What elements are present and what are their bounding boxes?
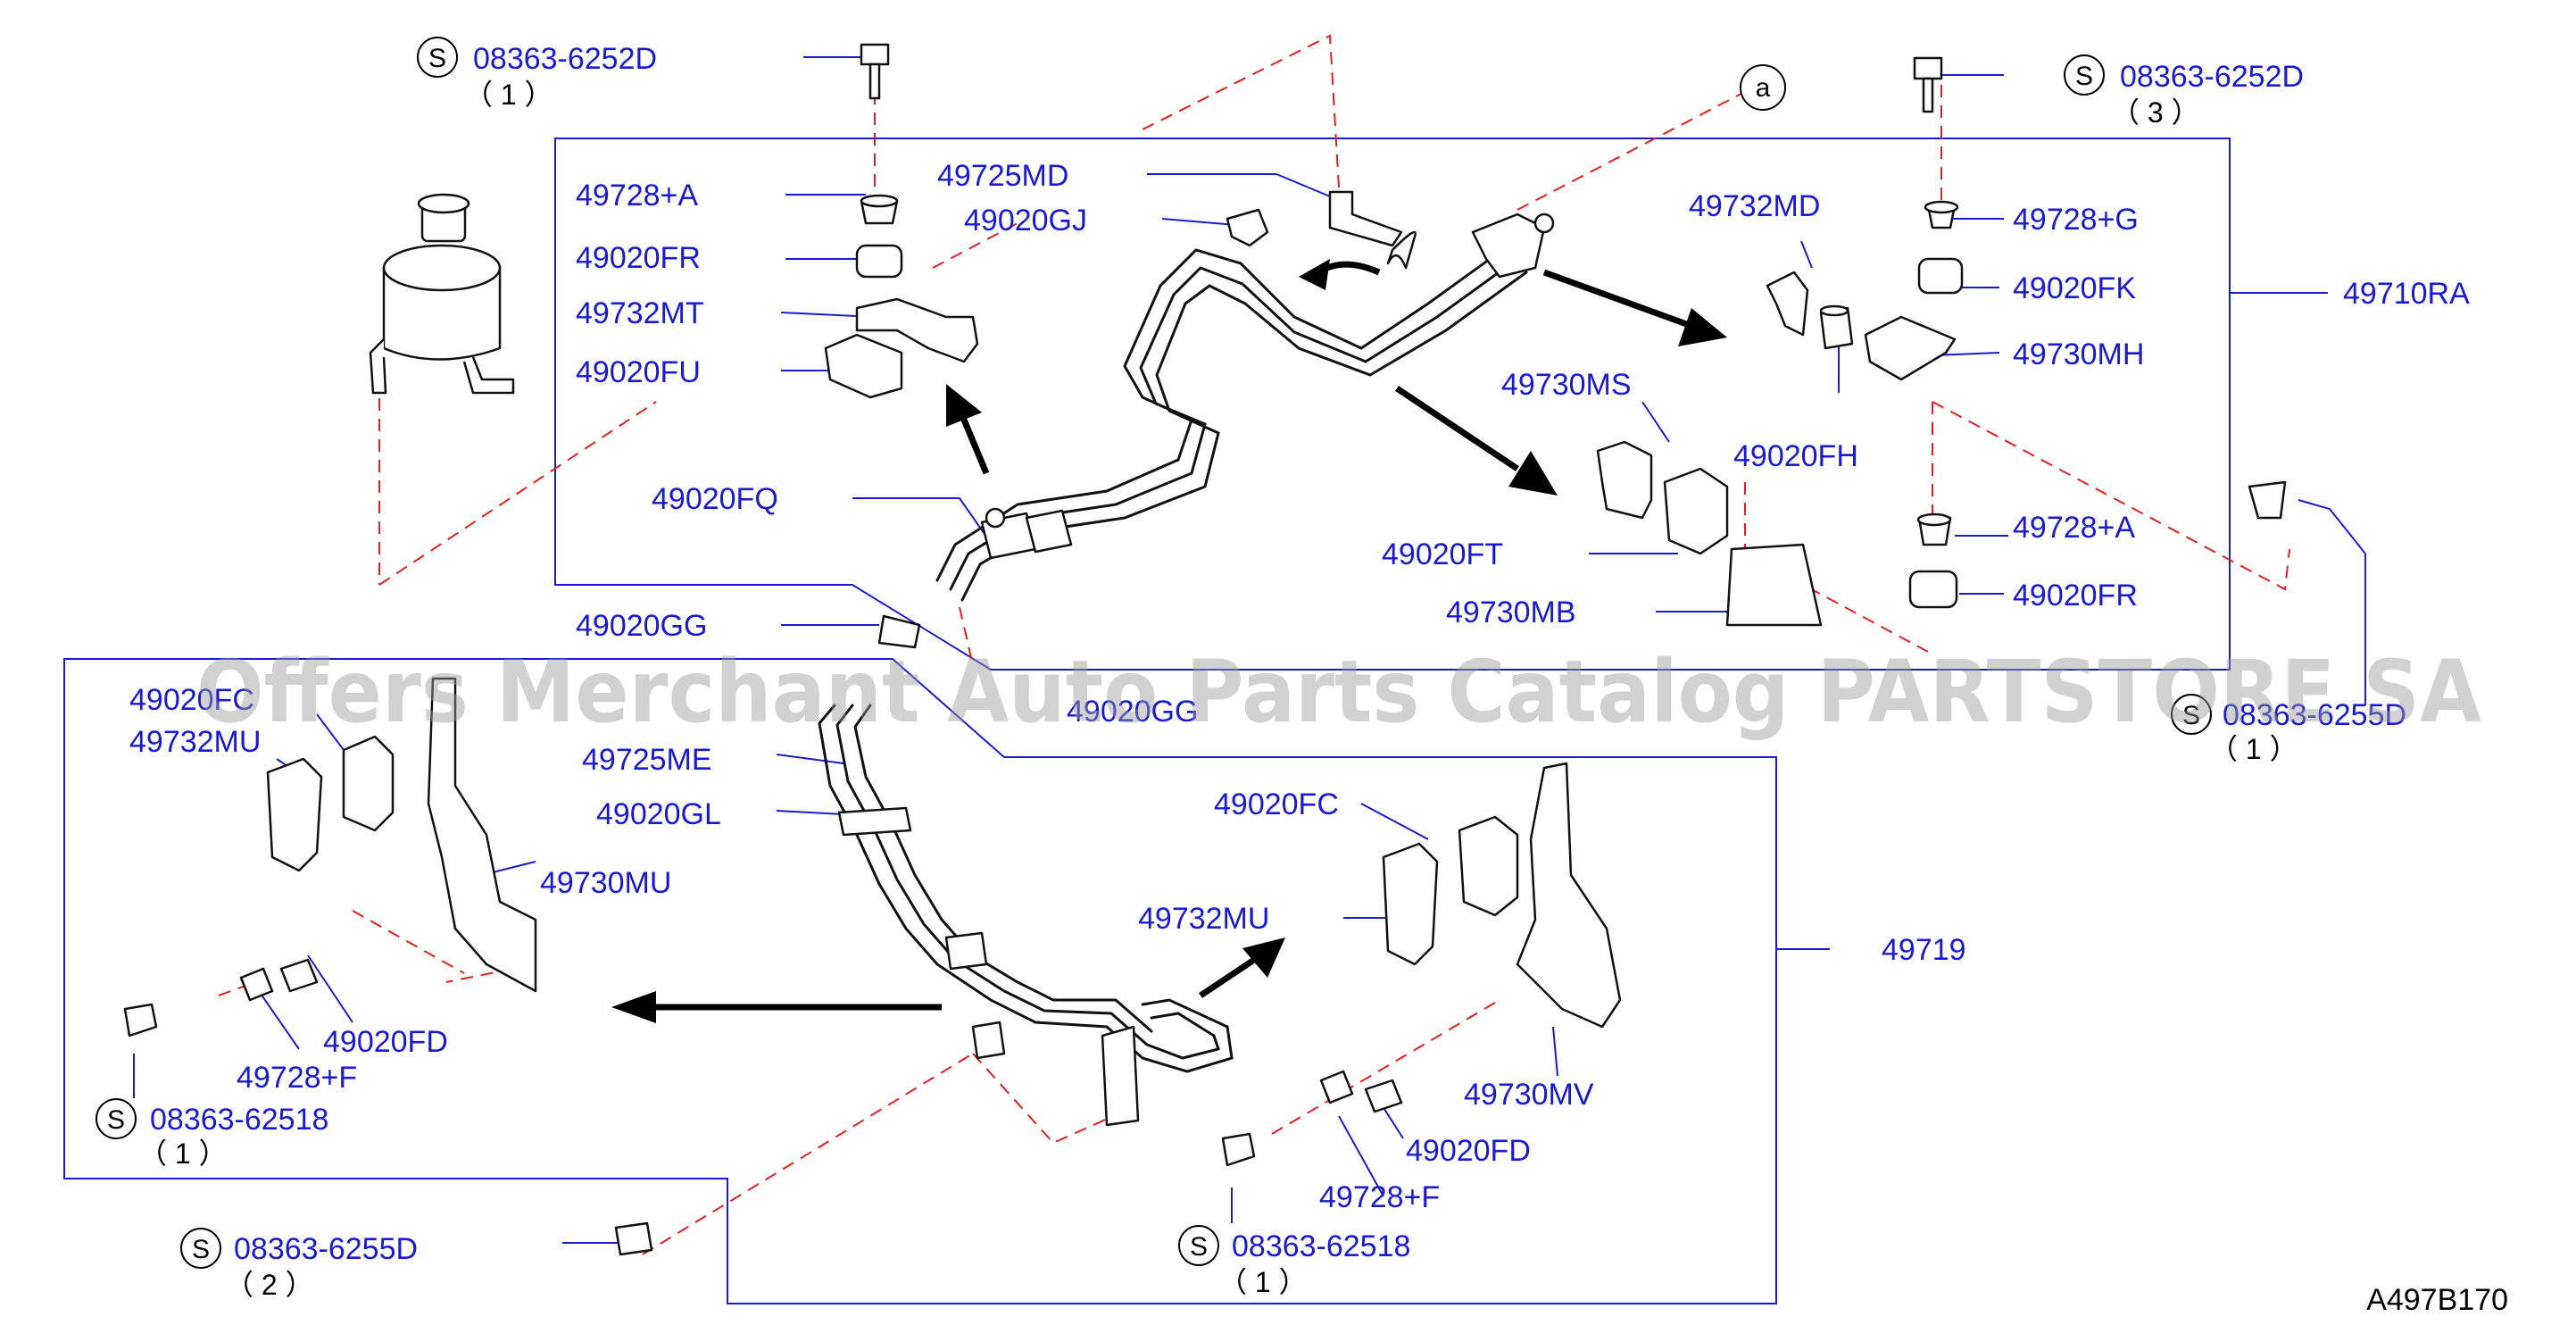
label-49020fr-lower: 49020FR: [2013, 579, 2138, 612]
s-circle-1: S: [417, 37, 458, 78]
bolt-qty-4: （ 1 ）: [138, 1138, 228, 1170]
s-circle-6: S: [1178, 1225, 1219, 1266]
bolt-qty-5: （ 2 ）: [225, 1269, 314, 1301]
label-49020fu: 49020FU: [576, 355, 701, 389]
label-49728a-upper: 49728+A: [576, 179, 698, 212]
svg-text:S: S: [2075, 62, 2093, 91]
watermark: Offers Merchant Auto Parts Catalog PARTS…: [196, 642, 2481, 742]
bolt-code-5: 08363-6255D: [234, 1232, 418, 1266]
lower-right-parts: [614, 480, 2287, 1256]
bolt-code-1: 08363-6252D: [473, 42, 657, 76]
lower-left-parts: [123, 677, 537, 1038]
label-49020fh: 49020FH: [1733, 439, 1858, 473]
flow-arrow-small: [1299, 259, 1381, 290]
label-49719: 49719: [1882, 933, 1966, 967]
svg-text:S: S: [192, 1235, 210, 1264]
s-circle-2: S: [2064, 54, 2105, 96]
label-49020fd-left: 49020FD: [323, 1025, 448, 1059]
bolt-code-2: 08363-6252D: [2120, 60, 2304, 94]
label-49730ms: 49730MS: [1501, 368, 1632, 402]
lower-pipe-assembly: [818, 614, 1234, 1127]
label-49020fc-left: 49020FC: [129, 683, 254, 717]
label-49020gj: 49020GJ: [964, 204, 1087, 238]
ref-circle-a: a: [1740, 64, 1786, 111]
bolt-code-4: 08363-62518: [150, 1103, 328, 1137]
label-49732mu-right: 49732MU: [1138, 902, 1269, 936]
bolt-qty-6: （ 1 ）: [1218, 1266, 1308, 1298]
label-49730mu: 49730MU: [540, 866, 671, 900]
label-49732md: 49732MD: [1689, 189, 1820, 223]
s-circle-3: S: [2171, 694, 2212, 735]
label-49728a-lower: 49728+A: [2013, 511, 2135, 545]
label-49730mh: 49730MH: [2013, 338, 2144, 371]
svg-text:S: S: [107, 1105, 125, 1135]
label-49020fc-right: 49020FC: [1214, 788, 1339, 821]
label-49020fk: 49020FK: [2013, 271, 2136, 305]
svg-text:S: S: [1190, 1232, 1208, 1262]
s-circle-4: S: [96, 1098, 137, 1139]
label-49725me: 49725ME: [582, 743, 712, 777]
label-49730mv: 49730MV: [1464, 1078, 1594, 1112]
leader-lines: [133, 56, 2366, 1244]
reservoir-tank: [369, 193, 515, 395]
label-49020fq: 49020FQ: [652, 482, 778, 516]
diagram-code: A497B170: [2366, 1283, 2508, 1317]
svg-text:a: a: [1756, 73, 1771, 103]
label-49728f-right: 49728+F: [1319, 1180, 1440, 1214]
bolt-qty-1: （ 1 ）: [464, 79, 553, 111]
svg-text:S: S: [428, 44, 446, 73]
bolt-code-6: 08363-62518: [1232, 1229, 1410, 1263]
label-49020ft: 49020FT: [1382, 538, 1503, 571]
direction-arrows: [611, 269, 1727, 1023]
s-circle-5: S: [180, 1228, 221, 1269]
label-49732mt: 49732MT: [576, 296, 704, 330]
bolt-icons: [860, 43, 1943, 113]
upper-assembly-frame: [554, 138, 2231, 671]
label-49725md: 49725MD: [937, 159, 1068, 193]
label-49020gg-1: 49020GG: [576, 609, 707, 643]
label-49710ra: 49710RA: [2343, 277, 2470, 311]
label-49020gg-2: 49020GG: [1067, 695, 1198, 729]
lower-assembly-frame: [63, 658, 1777, 1304]
bolt-code-3: 08363-6255D: [2223, 698, 2406, 732]
label-49728g: 49728+G: [2013, 203, 2139, 237]
svg-text:S: S: [2182, 701, 2200, 730]
label-49732mu-left: 49732MU: [129, 725, 261, 759]
label-49020gl: 49020GL: [596, 797, 721, 831]
upper-small-parts: [824, 194, 1964, 627]
bolt-qty-2: （ 3 ）: [2111, 96, 2200, 129]
label-49728f-left: 49728+F: [237, 1061, 357, 1095]
upper-pipe-assembly: [935, 190, 1555, 602]
bolt-qty-3: （ 1 ）: [2209, 733, 2298, 765]
label-49020fr-upper: 49020FR: [576, 241, 701, 275]
label-49730mb: 49730MB: [1446, 596, 1576, 629]
label-49020fd-right: 49020FD: [1406, 1134, 1531, 1168]
